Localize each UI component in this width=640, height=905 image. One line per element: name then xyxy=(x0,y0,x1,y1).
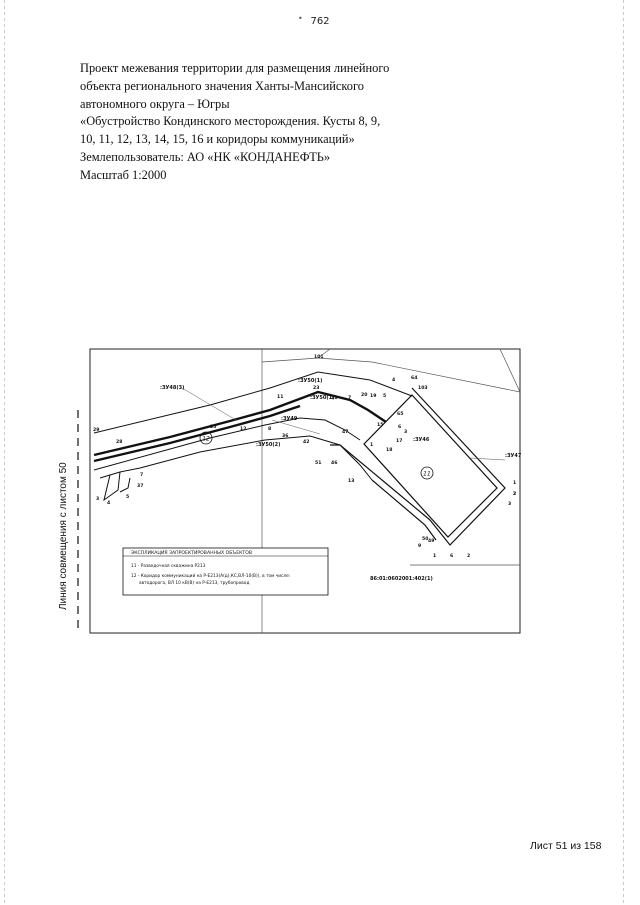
map-frame xyxy=(89,348,521,634)
point-number: 23 xyxy=(313,385,319,391)
point-number: 25 xyxy=(210,424,216,430)
corridor-outline xyxy=(93,371,413,502)
point-number: 1 xyxy=(433,553,436,559)
left-scan-edge xyxy=(4,0,5,905)
sheet-footer: Лист 51 из 158 xyxy=(530,840,602,852)
header-line: автономного округа – Югры xyxy=(80,96,230,111)
point-number: 28 xyxy=(116,439,122,445)
point-number: 9 xyxy=(418,543,421,549)
point-number: 50 xyxy=(422,536,428,542)
point-number: 3 xyxy=(404,429,407,435)
legend-item: 11 - Разведочная скважина Р213 xyxy=(131,563,206,569)
parcel-label: :ЗУ49 xyxy=(281,416,298,422)
point-number: 65 xyxy=(397,411,403,417)
parcel-label: :ЗУ50(1) xyxy=(310,395,334,401)
point-number: 64 xyxy=(411,375,417,381)
point-number: 37 xyxy=(137,483,143,489)
header-line: объекта регионального значения Ханты-Ман… xyxy=(80,78,364,93)
point-number: 47 xyxy=(342,429,348,435)
header-line: «Обустройство Кондинского месторождения.… xyxy=(80,114,381,129)
point-number: 11 xyxy=(277,394,283,400)
point-number: 19 xyxy=(370,393,376,399)
point-number: 101 xyxy=(314,354,324,360)
zone-circle xyxy=(420,466,434,480)
legend-title: ЭКСПЛИКАЦИЯ ЗАПРОЕКТИРОВАННЫХ ОБЪЕКТОВ xyxy=(131,550,252,556)
page-number: 762 xyxy=(310,16,330,27)
point-number: 1 xyxy=(370,442,373,448)
point-number: 8 xyxy=(268,426,271,432)
leader-lines xyxy=(181,387,506,461)
point-number: 4 xyxy=(392,377,395,383)
point-number: 51 xyxy=(315,460,321,466)
legend-item: автодорога, ВЛ 10 кВ(В) на Р-Е213, трубо… xyxy=(139,580,249,586)
point-number: 20 xyxy=(361,392,367,398)
header-line: 10, 11, 12, 13, 14, 15, 16 и коридоры ко… xyxy=(80,132,355,147)
point-number: 15 xyxy=(377,422,383,428)
point-number: 103 xyxy=(418,385,428,391)
point-number: 6 xyxy=(450,553,453,559)
point-number: 7 xyxy=(348,395,351,401)
zone-label: 12 xyxy=(202,436,210,443)
parcel-label: :ЗУ47 xyxy=(505,453,522,459)
point-number: 13 xyxy=(348,478,354,484)
right-scan-edge xyxy=(623,0,624,905)
point-number: 3 xyxy=(508,501,511,507)
header-line: Проект межевания территории для размещен… xyxy=(80,61,390,75)
header-line: Землепользователь: АО «НК «КОНДАНЕФТЬ» xyxy=(80,149,331,164)
point-number: 29 xyxy=(93,427,99,433)
point-number: 12 xyxy=(240,426,246,432)
zone-label: 11 xyxy=(423,471,431,478)
point-number: 2 xyxy=(513,491,516,497)
point-number: 1 xyxy=(513,480,516,486)
point-number: 36 xyxy=(282,433,288,439)
zone-circle xyxy=(199,431,213,445)
point-number: 5 xyxy=(126,494,129,500)
parcel-label: 86:01:0602001:402(1) xyxy=(370,576,433,582)
parcel-label: :ЗУ48(3) xyxy=(160,385,184,391)
point-number: 7 xyxy=(140,472,143,478)
parcel-label: :ЗУ50(1) xyxy=(298,378,322,384)
header-line: Масштаб 1:2000 xyxy=(80,167,167,182)
well-pad-outline xyxy=(330,387,506,546)
point-number: 5 xyxy=(383,393,386,399)
scan-dot: • xyxy=(298,14,303,23)
point-number: 21 xyxy=(331,395,337,401)
point-number: 4 xyxy=(107,500,110,506)
document-header: Проект межевания территории для размещен… xyxy=(80,60,410,185)
point-number: 6 xyxy=(398,424,401,430)
parcel-label: :ЗУ46 xyxy=(413,437,430,443)
point-number: 3 xyxy=(96,496,99,502)
point-number: 49 xyxy=(428,538,434,544)
point-number: 18 xyxy=(386,447,392,453)
parcel-label: :ЗУ50(2) xyxy=(256,442,280,448)
point-number: 2 xyxy=(513,491,516,497)
legend-item: 12 - Коридор коммуникаций на Р-Е213(А(д)… xyxy=(131,572,290,579)
point-number: 17 xyxy=(396,438,402,444)
point-number: 46 xyxy=(331,460,337,466)
point-number: 2 xyxy=(467,553,470,559)
road-centerline xyxy=(93,390,387,463)
point-number: 42 xyxy=(303,439,309,445)
